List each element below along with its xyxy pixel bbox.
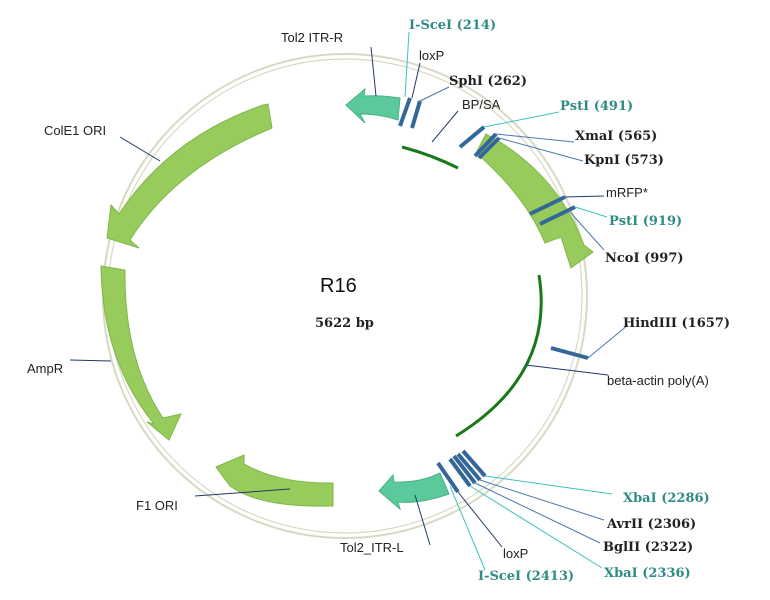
plasmid-size: 5622 bp [315,316,374,331]
label-kpni: KpnI (573) [584,153,664,168]
label-iscei-top: I-SceI (214) [409,18,496,33]
label-colE1: ColE1 ORI [44,123,106,138]
ampr-arrow [100,265,182,441]
label-f1: F1 ORI [136,498,178,513]
beta-actin-arc [455,274,543,438]
label-bglii: BglII (2322) [603,540,693,555]
tol2-itr-l-arrow [378,472,450,511]
f1-arrow [215,454,334,507]
plasmid-name: R16 [320,275,357,297]
label-tol2-itr-l: Tol2_ITR-L [340,540,404,555]
label-mrfp: mRFP* [606,185,648,200]
label-loxp-bottom: loxP [503,546,528,561]
label-beta-actin: beta-actin poly(A) [607,373,709,388]
label-xbai-2336: XbaI (2336) [604,566,691,581]
mrfp-arrow [475,133,594,269]
label-sphi: SphI (262) [449,74,527,89]
label-avrii: AvrII (2306) [606,517,696,532]
label-xmai: XmaI (565) [575,129,657,144]
label-psti-919: PstI (919) [609,214,682,229]
colE1-arrow [106,103,273,249]
label-psti-491: PstI (491) [560,99,633,114]
site-ticks [398,97,589,494]
label-loxp-top: loxP [419,48,444,63]
label-ncoi: NcoI (997) [605,251,684,266]
label-ampr: AmpR [27,361,63,376]
label-iscei-bottom: I-SceI (2413) [478,569,574,584]
tol2-itr-r-arrow [345,87,401,124]
label-hindiii: HindIII (1657) [623,316,730,331]
label-bp-sa: BP/SA [462,97,501,112]
bp-sa-arc [401,145,459,170]
label-tol2-itr-r: Tol2 ITR-R [281,30,343,45]
label-xbai-2286: XbaI (2286) [623,491,710,506]
leader-lines [69,31,629,571]
